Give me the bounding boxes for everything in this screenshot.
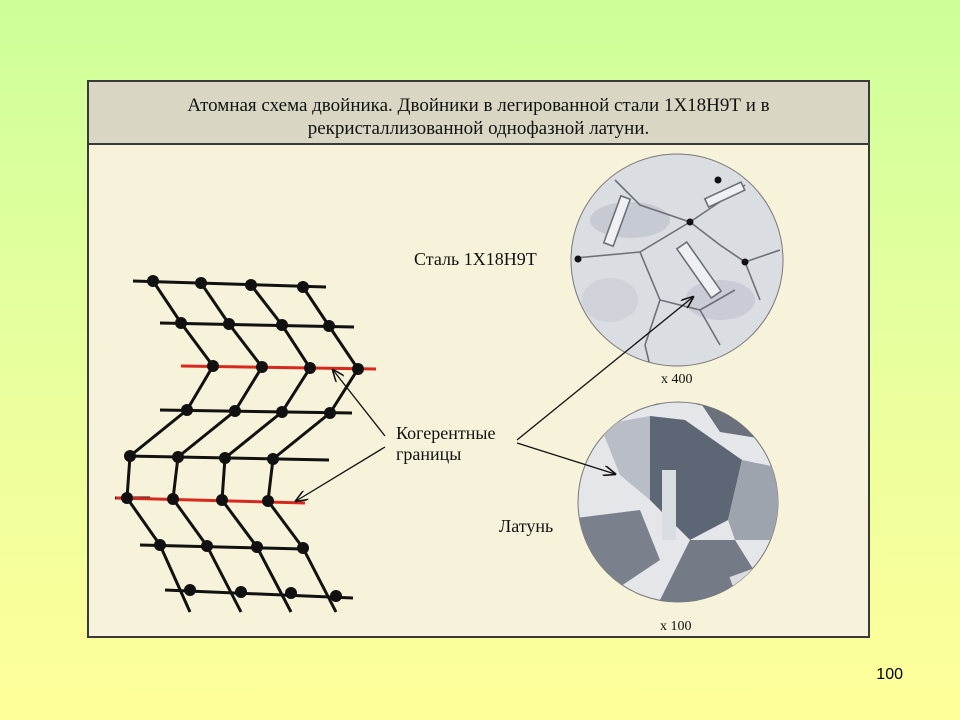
- brass-magnification: х 100: [660, 619, 692, 634]
- boundary-label-line-1: Когерентные: [396, 423, 496, 443]
- brass-label: Латунь: [499, 516, 554, 536]
- title-line-2: рекристаллизованной однофазной латуни.: [307, 118, 650, 139]
- steel-magnification: х 400: [661, 372, 693, 387]
- coherent-boundaries-label: Когерентные границы: [396, 423, 495, 465]
- brass-micrograph: [577, 401, 779, 603]
- title-line-1: Атомная схема двойника. Двойники в легир…: [187, 95, 770, 116]
- pointer-arrows: [296, 297, 693, 501]
- slide-frame: Атомная схема двойника. Двойники в легир…: [87, 80, 870, 638]
- page-number: 100: [876, 666, 903, 683]
- slide-title: Атомная схема двойника. Двойники в легир…: [89, 82, 868, 145]
- atomic-lattice: [115, 279, 360, 613]
- steel-micrograph: [570, 153, 784, 367]
- twin-boundary-lower: [115, 496, 306, 505]
- steel-label: Сталь 1Х18Н9Т: [414, 249, 537, 269]
- boundary-label-line-2: границы: [396, 444, 462, 464]
- atoms: [121, 275, 364, 602]
